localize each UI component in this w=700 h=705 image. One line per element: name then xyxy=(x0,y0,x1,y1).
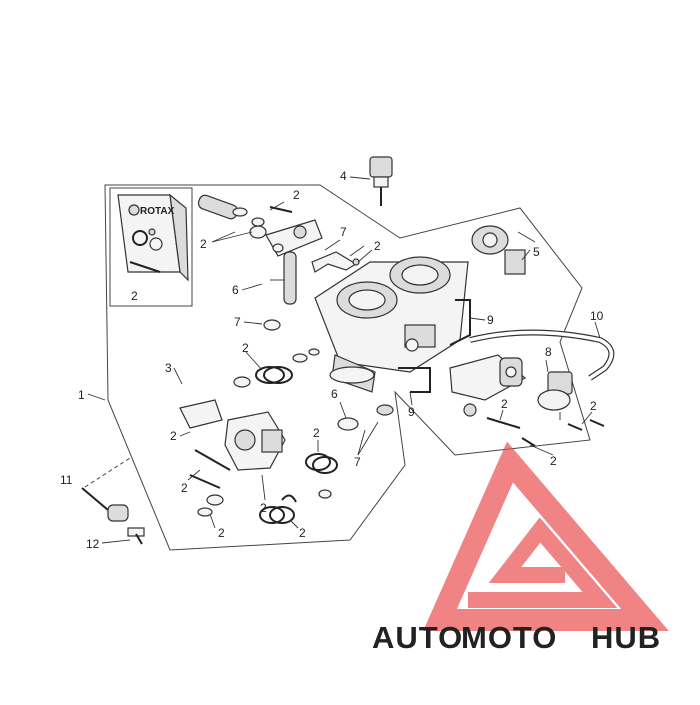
sensor-icon xyxy=(369,156,393,206)
callout-9: 9 xyxy=(487,313,494,327)
idle-actuator-assembly-icon xyxy=(179,399,286,489)
callout-8: 8 xyxy=(545,345,552,359)
callout-9b: 9 xyxy=(408,405,415,419)
spring-icon xyxy=(255,366,338,524)
callout-2a: 2 xyxy=(293,188,300,202)
callout-2h: 2 xyxy=(260,501,267,515)
throttle-lever-icon xyxy=(197,194,323,257)
grommet-icon xyxy=(81,457,145,545)
callout-12: 12 xyxy=(86,537,100,551)
watermark-hub: HUB xyxy=(591,620,661,655)
callout-7: 7 xyxy=(340,225,347,239)
throttle-body-icon xyxy=(314,256,469,393)
rotax-kit-box-icon: ROTAX xyxy=(109,187,193,307)
callout-6: 6 xyxy=(232,283,239,297)
pressure-regulator-icon xyxy=(537,371,573,420)
bracket-icon xyxy=(311,251,360,273)
callout-4: 4 xyxy=(340,169,347,183)
callout-2b: 2 xyxy=(200,237,207,251)
callout-2m: 2 xyxy=(590,399,597,413)
callout-3: 3 xyxy=(165,361,172,375)
callout-2f: 2 xyxy=(181,481,188,495)
callout-2k: 2 xyxy=(501,397,508,411)
kit-logo-text: ROTAX xyxy=(140,206,175,217)
watermark-logo-icon xyxy=(423,441,669,631)
callout-5: 5 xyxy=(533,245,540,259)
callout-2e: 2 xyxy=(170,429,177,443)
callout-2l: 2 xyxy=(550,454,557,468)
watermark-auto: AUTO xyxy=(372,620,463,655)
callout-7b: 7 xyxy=(234,315,241,329)
vacuum-hose-icon xyxy=(398,299,471,393)
assembly-outline xyxy=(104,184,591,551)
callout-2: 2 xyxy=(131,289,138,303)
leader-lines xyxy=(87,176,601,544)
callout-2c: 2 xyxy=(374,239,381,253)
throttle-shaft-icon xyxy=(263,251,297,331)
fuel-rail-icon xyxy=(449,354,527,417)
watermark-text: AUTO MOTO HUB xyxy=(372,620,661,655)
callout-2i: 2 xyxy=(299,526,306,540)
watermark-moto: MOTO xyxy=(461,620,557,655)
callout-2d: 2 xyxy=(242,341,249,355)
fuel-hose-icon xyxy=(469,329,615,381)
screw-icon xyxy=(486,417,605,447)
callout-labels: 1 2 3 4 5 6 7 7 8 9 9 10 11 12 6 7 2 2 2… xyxy=(60,169,604,551)
callout-6b: 6 xyxy=(331,387,338,401)
o-ring-icon xyxy=(197,207,394,517)
callout-2g: 2 xyxy=(218,526,225,540)
callout-1: 1 xyxy=(78,388,85,402)
callout-10: 10 xyxy=(590,309,604,323)
callout-2j: 2 xyxy=(313,426,320,440)
callout-11: 11 xyxy=(60,473,73,487)
callout-7c: 7 xyxy=(354,455,361,469)
throttle-position-sensor-icon xyxy=(471,225,536,275)
